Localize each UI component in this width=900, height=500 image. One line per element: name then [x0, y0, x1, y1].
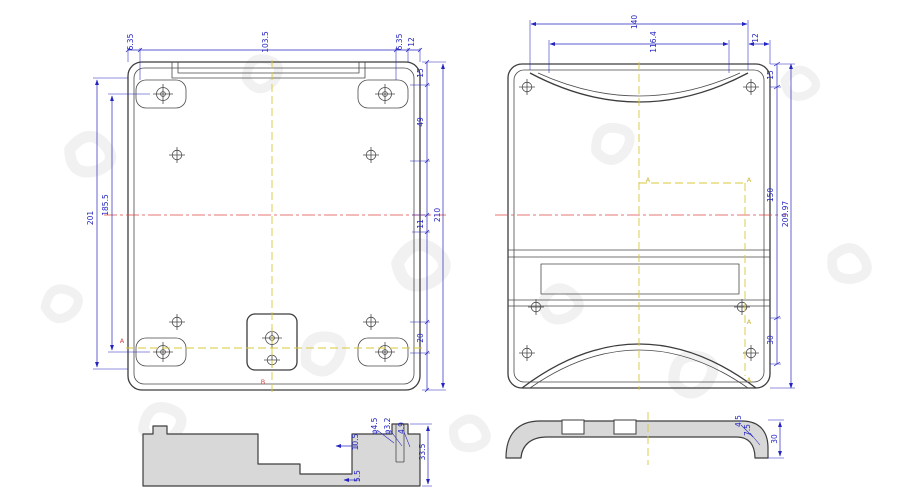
dim-front-top-inset: 15 [766, 70, 775, 80]
dim-front-overall-height: 209.97 [781, 201, 790, 227]
screw-hole-icon [362, 146, 380, 164]
screw-hole-icon [518, 344, 536, 362]
front-view: 140 116.4 12 15 150 30 209.97 A A A A [495, 15, 795, 390]
screw-hole-icon [518, 78, 536, 96]
dim-top-inset: 15 [416, 68, 425, 78]
datum-label: A [747, 376, 752, 384]
dim-offset-left: 6.35 [126, 33, 135, 50]
dim-corner: 12 [407, 37, 416, 47]
back-view-dimensions: 6.35 103.5 6.35 12 15 49 11 20 210 185.5… [86, 31, 446, 393]
back-view: 6.35 103.5 6.35 12 15 49 11 20 210 185.5… [86, 31, 446, 393]
lid-section-view: 4.5 7.5 30 [505, 412, 784, 465]
back-view-outline [127, 61, 421, 391]
lid-section-dimensions: 4.5 7.5 30 [734, 415, 784, 459]
dim-overall-height: 210 [433, 208, 442, 223]
dim-pocket-depth: 5.5 [353, 470, 362, 482]
dim-hole-dia: φ3.2 [383, 417, 392, 434]
dim-hole-span: 185.5 [101, 194, 110, 216]
lid-section-profile [505, 420, 769, 459]
screw-hole-icon [168, 146, 186, 164]
screw-hole-icon [733, 298, 751, 316]
dim-pocket-width: 10.5 [351, 433, 360, 450]
dim-wall: 7.5 [743, 424, 752, 436]
watermark [43, 55, 873, 455]
front-view-dimensions: 140 116.4 12 15 150 30 209.97 A A A A [529, 15, 795, 389]
dim-lid-height: 30 [770, 434, 779, 444]
base-section-view: 10.5 5.5 φ4.5 φ3.2 4.9 33.5 [142, 417, 432, 487]
dim-inner-height: 201 [86, 211, 95, 226]
base-section-boss [395, 424, 405, 463]
datum-label: A [747, 318, 752, 326]
datum-label-a: A [120, 337, 125, 345]
dim-window-width: 116.4 [649, 31, 658, 53]
screw-hole-icon [152, 83, 174, 105]
lid-notch [561, 419, 585, 435]
dim-boss-dia: φ4.5 [370, 417, 379, 434]
screw-hole-icon [168, 313, 186, 331]
screw-hole-icon [362, 313, 380, 331]
datum-label: A [646, 176, 651, 184]
dim-mid-height: 150 [766, 188, 775, 203]
lid-notch [613, 419, 637, 435]
screw-hole-icon [374, 341, 396, 363]
dim-lip: 4.5 [734, 415, 743, 427]
base-section-dimensions: 10.5 5.5 φ4.5 φ3.2 4.9 33.5 [335, 417, 432, 487]
dim-offset-right: 6.35 [395, 33, 404, 50]
datum-label: A [747, 176, 752, 184]
dim-hole-drop: 49 [416, 117, 425, 127]
dim-recess-width: 140 [630, 15, 639, 30]
screw-hole-icon [742, 78, 760, 96]
dim-bottom-inset: 30 [766, 335, 775, 345]
datum-label-b: B [261, 378, 265, 386]
screw-hole-icon [374, 83, 396, 105]
dim-front-corner: 12 [751, 33, 760, 43]
dim-bottom-gap: 20 [416, 333, 425, 343]
dim-base-height: 33.5 [418, 443, 427, 460]
dim-rib: 4.9 [397, 422, 406, 434]
screw-hole-icon [152, 341, 174, 363]
dim-center-offset: 11 [416, 219, 425, 229]
front-hidden-line [639, 182, 746, 376]
dim-slot-width: 103.5 [261, 31, 270, 53]
base-section-profile [142, 423, 421, 487]
